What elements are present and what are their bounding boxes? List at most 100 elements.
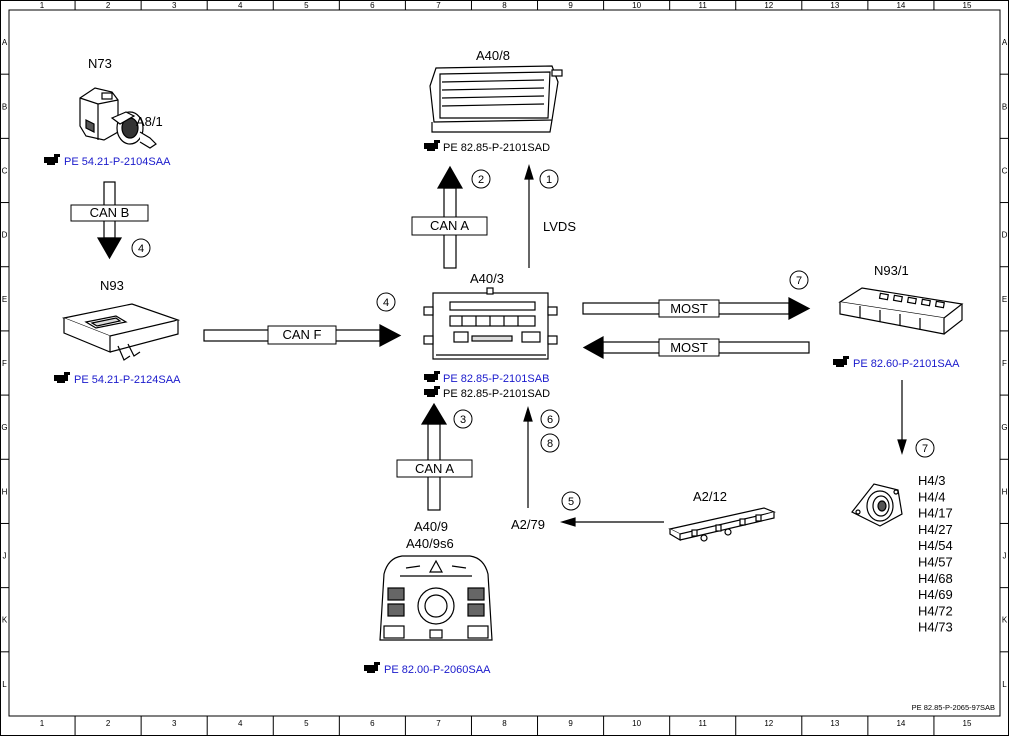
column-marker: 2: [106, 719, 111, 728]
a40-3-reference-link-2[interactable]: PE 82.85-P-2101SAD: [424, 386, 550, 400]
speaker-label: H4/57: [918, 555, 953, 570]
row-marker: J: [3, 552, 7, 561]
row-marker: F: [2, 359, 7, 368]
pointing-hand-icon: [364, 662, 380, 673]
a40-3-head-unit-illustration: [423, 287, 558, 360]
speaker-label: H4/17: [918, 506, 953, 521]
row-marker: E: [2, 295, 7, 304]
n73-label: N73: [88, 56, 112, 71]
column-marker: 11: [699, 719, 708, 728]
column-marker: 12: [764, 1, 773, 10]
svg-text:6: 6: [547, 414, 553, 426]
a40-3-ref1-text: PE 82.85-P-2101SAB: [443, 373, 549, 385]
pointing-hand-icon: [54, 372, 70, 383]
n73-reference-link[interactable]: PE 54.21-P-2104SAA: [44, 154, 171, 168]
step-4b-marker: 4: [376, 292, 396, 312]
n73-ref-text: PE 54.21-P-2104SAA: [64, 156, 171, 168]
most-in-label: MOST: [670, 340, 708, 355]
n93-label: N93: [100, 278, 124, 293]
pointing-hand-icon: [44, 154, 60, 165]
can-f-label: CAN F: [283, 327, 322, 342]
a40-8-display-illustration: [429, 65, 563, 133]
n93-1-reference-link[interactable]: PE 82.60-P-2101SAA: [833, 356, 960, 370]
column-marker: 10: [632, 1, 641, 10]
document-id: PE 82.85-P-2065-97SAB: [912, 703, 995, 712]
most-out-box: [658, 299, 720, 318]
row-marker: D: [2, 231, 8, 240]
n93-ref-text: PE 54.21-P-2124SAA: [74, 374, 181, 386]
a40-9-label: A40/9: [414, 519, 448, 534]
a2-79-arrow: [523, 405, 533, 508]
column-marker: 7: [436, 1, 441, 10]
lvds-label: LVDS: [543, 219, 576, 234]
a40-9-ref-text: PE 82.00-P-2060SAA: [384, 664, 491, 676]
step-7a-marker: 7: [789, 270, 809, 290]
row-marker: A: [1002, 38, 1008, 47]
speaker-illustration: [851, 483, 903, 527]
can-a-top-box: [411, 216, 488, 236]
can-f-box: [267, 325, 337, 345]
a2-12-sensor-illustration: [668, 507, 776, 542]
column-marker: 1: [40, 719, 45, 728]
speaker-label: H4/54: [918, 538, 953, 553]
column-marker: 4: [238, 1, 243, 10]
column-marker: 9: [568, 1, 573, 10]
column-marker: 15: [963, 1, 972, 10]
a40-3-reference-link[interactable]: PE 82.85-P-2101SAB: [424, 371, 549, 385]
column-marker: 14: [896, 719, 905, 728]
speaker-label: H4/4: [918, 489, 945, 504]
row-marker: E: [1002, 295, 1007, 304]
column-marker: 3: [172, 719, 177, 728]
column-marker: 9: [568, 719, 573, 728]
pointing-hand-icon: [424, 371, 440, 382]
step-5-marker: 5: [561, 491, 581, 511]
lvds-arrow: [524, 163, 534, 268]
n93-1-module-illustration: [838, 287, 964, 335]
n93-reference-link[interactable]: PE 54.21-P-2124SAA: [54, 372, 181, 386]
a2-79-label: A2/79: [511, 517, 545, 532]
svg-text:1: 1: [546, 174, 552, 186]
a40-8-reference-link[interactable]: PE 82.85-P-2101SAD: [424, 140, 550, 154]
row-marker: L: [2, 680, 7, 689]
a8-1-label: A8/1: [136, 114, 163, 129]
row-marker: C: [1002, 166, 1008, 175]
a2-12-arrow: [559, 517, 664, 527]
svg-text:7: 7: [796, 275, 802, 287]
row-marker: K: [2, 616, 8, 625]
a40-9-control-panel-illustration: [379, 555, 493, 641]
column-marker: 5: [304, 1, 309, 10]
svg-text:2: 2: [478, 174, 484, 186]
row-marker: K: [1002, 616, 1008, 625]
a40-3-ref2-text: PE 82.85-P-2101SAD: [443, 388, 550, 400]
n93-1-ref-text: PE 82.60-P-2101SAA: [853, 358, 960, 370]
svg-text:5: 5: [568, 496, 574, 508]
row-marker: F: [1002, 359, 1007, 368]
most-out-label: MOST: [670, 301, 708, 316]
step-3-marker: 3: [453, 409, 473, 429]
speaker-label: H4/3: [918, 473, 945, 488]
column-marker: 4: [238, 719, 243, 728]
can-b-label: CAN B: [90, 205, 130, 220]
a40-3-label: A40/3: [470, 271, 504, 286]
row-marker: C: [2, 166, 8, 175]
pointing-hand-icon: [833, 356, 849, 367]
a40-8-label: A40/8: [476, 48, 510, 63]
svg-text:8: 8: [547, 438, 553, 450]
n93-module-illustration: [61, 303, 181, 361]
n93-1-label: N93/1: [874, 263, 909, 278]
most-in-box: [658, 338, 720, 357]
step-1-marker: 1: [539, 169, 559, 189]
row-marker: J: [1003, 552, 1007, 561]
speaker-label: H4/27: [918, 522, 953, 537]
can-b-box: [70, 204, 149, 222]
speaker-label: H4/73: [918, 620, 953, 635]
column-marker: 12: [764, 719, 773, 728]
column-marker: 3: [172, 1, 177, 10]
row-marker: H: [1002, 487, 1008, 496]
a40-9-reference-link[interactable]: PE 82.00-P-2060SAA: [364, 662, 491, 676]
